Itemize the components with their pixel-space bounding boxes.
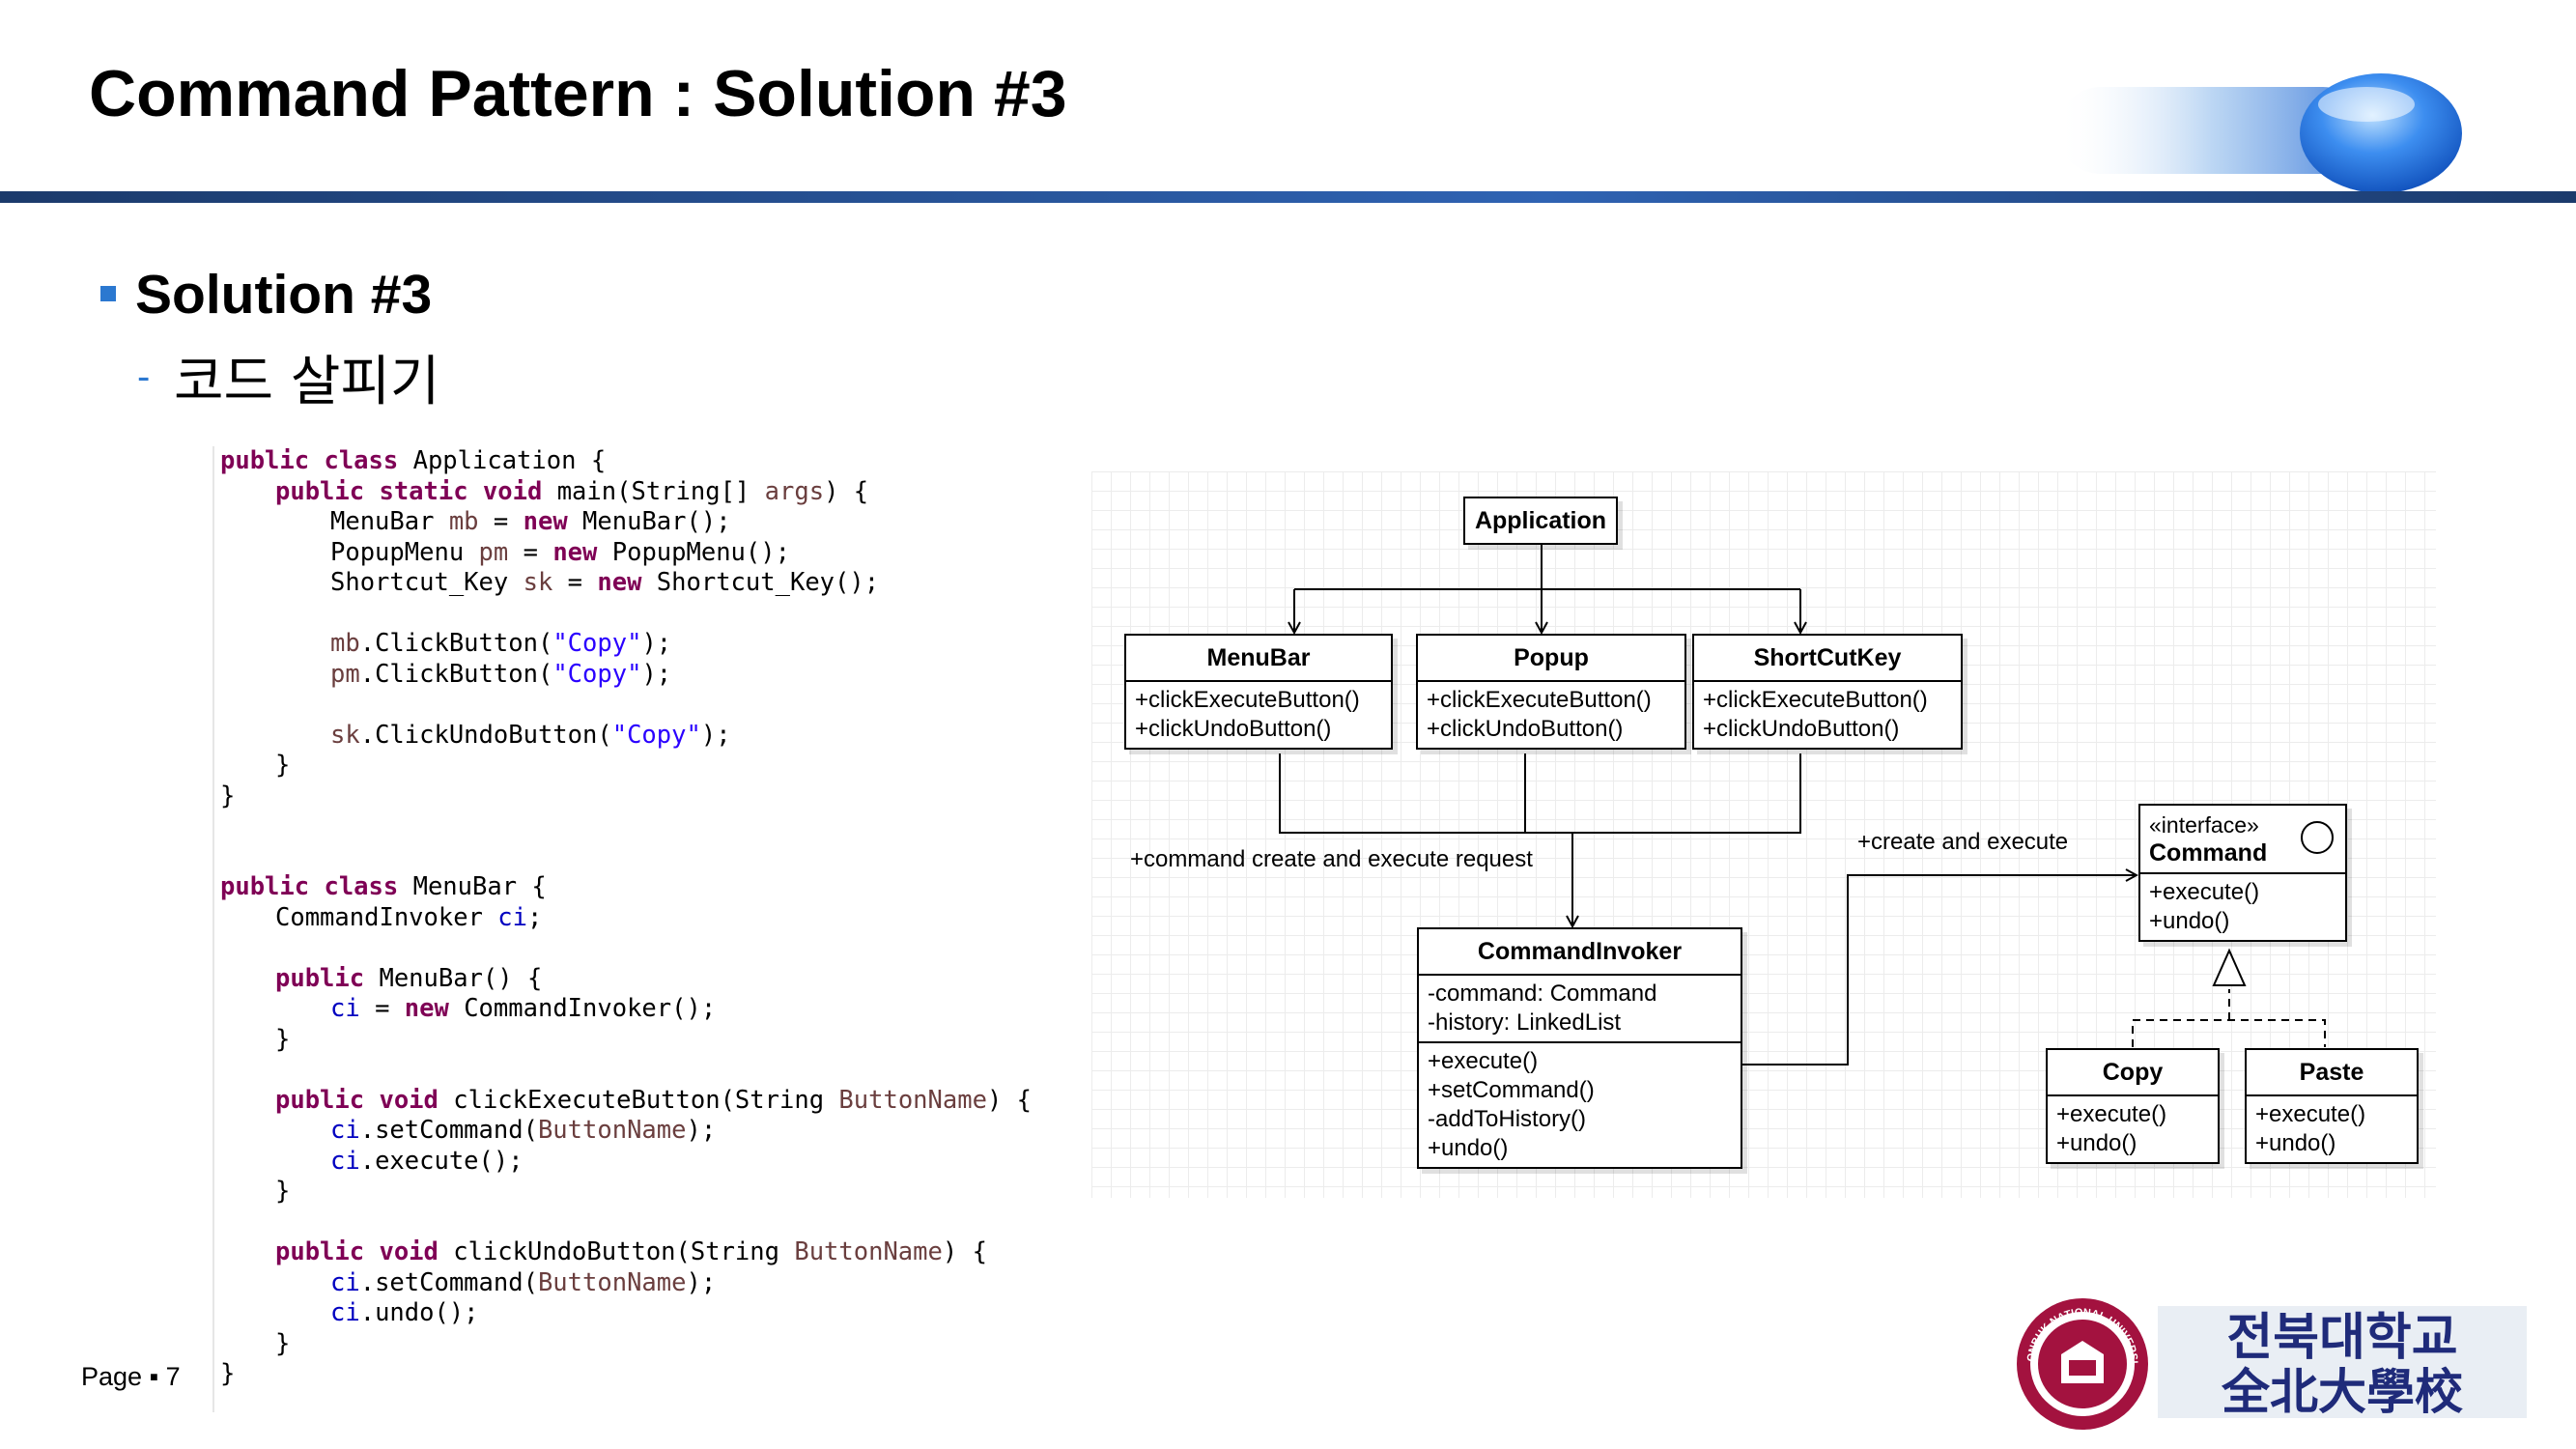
slide-title: Command Pattern : Solution #3 bbox=[89, 57, 1067, 130]
class-name: MenuBar bbox=[1126, 636, 1391, 682]
method: +undo() bbox=[2056, 1130, 2137, 1156]
code-line: ci.undo(); bbox=[330, 1298, 479, 1327]
uml-connectors bbox=[1279, 543, 2326, 1065]
method: +execute() bbox=[1428, 1048, 1539, 1074]
class-name: ShortCutKey bbox=[1694, 636, 1961, 682]
university-name-logo: 전북대학교 全北大學校 bbox=[2158, 1306, 2527, 1420]
uml-class-commandinvoker: CommandInvoker -command: Command -histor… bbox=[1417, 927, 1742, 1169]
method: +clickUndoButton() bbox=[1703, 716, 1900, 742]
class-name: Command bbox=[2149, 839, 2268, 867]
method: -addToHistory() bbox=[1428, 1106, 1587, 1132]
uml-class-application: Application bbox=[1463, 497, 1618, 545]
method: +undo() bbox=[1428, 1135, 1509, 1161]
code-line: } bbox=[220, 1359, 236, 1388]
page-label: Page bbox=[81, 1362, 143, 1391]
clients-join-connector bbox=[1279, 753, 1801, 834]
realization-connector bbox=[2132, 989, 2326, 1047]
code-line: pm.ClickButton("Copy"); bbox=[330, 659, 672, 689]
code-line: CommandInvoker ci; bbox=[275, 902, 543, 932]
page-footer: Page ▪ 7 bbox=[81, 1362, 181, 1391]
code-line: public void clickExecuteButton(String Bu… bbox=[275, 1085, 1032, 1115]
code-line bbox=[214, 1208, 1026, 1238]
method: +clickExecuteButton() bbox=[1427, 687, 1652, 713]
method: +execute() bbox=[2056, 1101, 2167, 1127]
association-label-request: +command create and execute request bbox=[1130, 846, 1533, 872]
uml-interface-command: «interface» Command +execute() +undo() bbox=[2138, 804, 2347, 942]
field: -history: LinkedList bbox=[1428, 1009, 1622, 1036]
code-listing: public class Application {public static … bbox=[212, 446, 1032, 1412]
code-line: ci.setCommand(ButtonName); bbox=[330, 1116, 717, 1145]
class-name: Copy bbox=[2048, 1050, 2218, 1096]
uml-class-copy: Copy +execute() +undo() bbox=[2046, 1048, 2220, 1164]
code-line: } bbox=[275, 1024, 291, 1054]
code-line: public class Application { bbox=[220, 446, 607, 475]
interface-circle-icon bbox=[2301, 821, 2334, 854]
code-line bbox=[214, 1055, 1026, 1086]
code-line bbox=[214, 690, 1026, 721]
section-subheading: 코드 살피기 bbox=[174, 351, 440, 413]
code-line: ci.execute(); bbox=[330, 1146, 524, 1176]
code-line bbox=[214, 599, 1026, 630]
class-name: Application bbox=[1474, 507, 1607, 534]
method: +setCommand() bbox=[1428, 1077, 1595, 1103]
method: +clickExecuteButton() bbox=[1703, 687, 1928, 713]
code-line bbox=[214, 811, 1026, 842]
interface-stereotype: «interface» bbox=[2149, 812, 2259, 838]
method: +clickUndoButton() bbox=[1135, 716, 1332, 742]
page-number: 7 bbox=[165, 1362, 181, 1391]
association-label-execute: +create and execute bbox=[1857, 829, 2069, 855]
method: +clickExecuteButton() bbox=[1135, 687, 1360, 713]
dash-bullet-icon: - bbox=[137, 355, 151, 398]
header-divider bbox=[0, 191, 2576, 203]
code-line: MenuBar mb = new MenuBar(); bbox=[330, 507, 731, 536]
code-line: public void clickUndoButton(String Butto… bbox=[275, 1237, 987, 1266]
uml-class-paste: Paste +execute() +undo() bbox=[2245, 1048, 2419, 1164]
logo-hanja: 全北大學校 bbox=[2221, 1364, 2463, 1420]
logo-korean: 전북대학교 bbox=[2226, 1309, 2457, 1367]
field: -command: Command bbox=[1428, 980, 1657, 1007]
class-name: CommandInvoker bbox=[1419, 929, 1741, 976]
method: +undo() bbox=[2255, 1130, 2336, 1156]
class-name: Popup bbox=[1418, 636, 1684, 682]
uml-class-diagram: Application MenuBar +clickExecuteButton(… bbox=[1091, 471, 2436, 1198]
code-line: public MenuBar() { bbox=[275, 963, 543, 993]
section-heading: Solution #3 bbox=[135, 264, 433, 326]
code-line: } bbox=[275, 1328, 291, 1358]
realization-triangle-icon bbox=[2212, 948, 2247, 986]
method: +clickUndoButton() bbox=[1427, 716, 1624, 742]
method: +execute() bbox=[2255, 1101, 2366, 1127]
code-line: ci.setCommand(ButtonName); bbox=[330, 1267, 717, 1297]
code-line bbox=[214, 933, 1026, 964]
code-line: mb.ClickButton("Copy"); bbox=[330, 629, 672, 658]
code-line: } bbox=[275, 751, 291, 780]
university-seal-icon: CHONBUK NATIONAL UNIVERSITY bbox=[2013, 1294, 2148, 1430]
code-line: public static void main(String[] args) { bbox=[275, 476, 869, 506]
code-line: } bbox=[275, 1177, 291, 1206]
class-name: Paste bbox=[2247, 1050, 2417, 1096]
uml-class-shortcutkey: ShortCutKey +clickExecuteButton() +click… bbox=[1692, 634, 1963, 750]
code-line: sk.ClickUndoButton("Copy"); bbox=[330, 720, 731, 750]
uml-class-menubar: MenuBar +clickExecuteButton() +clickUndo… bbox=[1124, 634, 1393, 750]
code-line bbox=[214, 842, 1026, 873]
app-to-clients-connector bbox=[1294, 543, 1800, 590]
code-line: Shortcut_Key sk = new Shortcut_Key(); bbox=[330, 568, 880, 597]
uml-class-popup: Popup +clickExecuteButton() +clickUndoBu… bbox=[1416, 634, 1686, 750]
bullet-square-icon bbox=[100, 286, 116, 301]
method: +execute() bbox=[2149, 879, 2260, 905]
code-line: } bbox=[220, 781, 236, 810]
code-line: public class MenuBar { bbox=[220, 872, 547, 901]
decorative-orb bbox=[2057, 73, 2462, 193]
method: +undo() bbox=[2149, 908, 2230, 934]
arrow-to-command bbox=[1741, 875, 2137, 1065]
code-line: ci = new CommandInvoker(); bbox=[330, 994, 717, 1023]
code-line: PopupMenu pm = new PopupMenu(); bbox=[330, 537, 790, 567]
university-logo: CHONBUK NATIONAL UNIVERSITY 전북대학교 全北大學校 bbox=[2013, 1294, 2527, 1430]
